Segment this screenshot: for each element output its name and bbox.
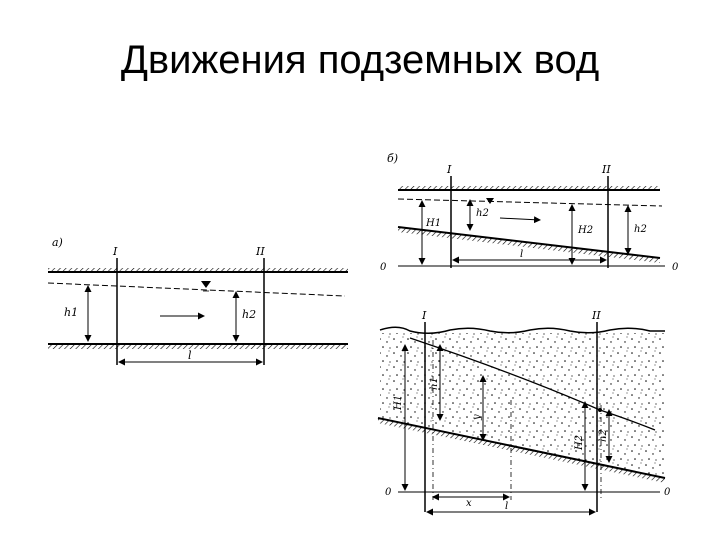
- diagram-c-section-2-label: II: [591, 309, 601, 322]
- diagram-a-distance-label: l: [188, 349, 192, 362]
- diagram-c-depression-curve: [409, 337, 656, 431]
- diagram-b-piezometric-line: [397, 198, 663, 207]
- diagram-c-H2-label: H2: [574, 435, 585, 451]
- diagram-c-datum-right: 0: [664, 487, 671, 498]
- diagram-a-section-2-label: II: [255, 245, 265, 258]
- diagram-b-label: б): [387, 152, 398, 165]
- diagram-b-distance-label: l: [520, 249, 523, 260]
- diagram-b: б) 0 0 I II H1 h2 H2 h2 l: [380, 152, 679, 273]
- diagram-c-ground-surface: [379, 326, 665, 334]
- water-level-marker: [486, 198, 494, 204]
- slide-title: Движения подземных вод: [120, 38, 600, 82]
- diagram-c-section-1-label: I: [421, 309, 427, 322]
- diagram-b-section-1-label: I: [446, 163, 452, 176]
- diagram-b-head-2-label: h2: [634, 224, 647, 235]
- diagram-b-H1-label: H1: [425, 218, 441, 229]
- diagram-a-top-layer: [48, 268, 348, 272]
- diagram-a-water-table: [47, 282, 346, 297]
- diagram-c-x-label: x: [466, 498, 472, 509]
- diagram-b-section-2-label: II: [601, 163, 611, 176]
- diagram-a-label: а): [52, 236, 63, 249]
- diagram-a-section-1-label: I: [112, 245, 118, 258]
- diagram-a-h1-label: h1: [64, 306, 78, 319]
- diagram-c-H1-label: H1: [393, 395, 404, 411]
- diagram-c-h1-label: h1: [429, 377, 440, 390]
- diagram-c-y-label: y: [472, 414, 483, 421]
- diagram-b-flow-arrow: [499, 216, 541, 224]
- diagram-c-aquifer: [380, 333, 665, 478]
- diagram-b-datum-left: 0: [380, 262, 387, 273]
- diagram-a-h2-label: h2: [242, 308, 256, 321]
- diagram-b-H2-label: H2: [577, 225, 593, 236]
- water-level-marker: [201, 281, 211, 288]
- diagram-b-head-1-label: h2: [476, 208, 489, 219]
- diagram-a: а) I II h1 h2 l: [47, 236, 348, 366]
- diagram-c-h2-label: h2: [598, 429, 609, 442]
- diagram-c: 0 0 I II H1 h1 y H2 h2 x l: [377, 309, 671, 516]
- diagram-c-distance-label: l: [505, 501, 508, 512]
- diagram-b-top-layer: [398, 186, 660, 190]
- diagram-b-datum-right: 0: [672, 262, 679, 273]
- diagram-c-datum-left: 0: [385, 487, 392, 498]
